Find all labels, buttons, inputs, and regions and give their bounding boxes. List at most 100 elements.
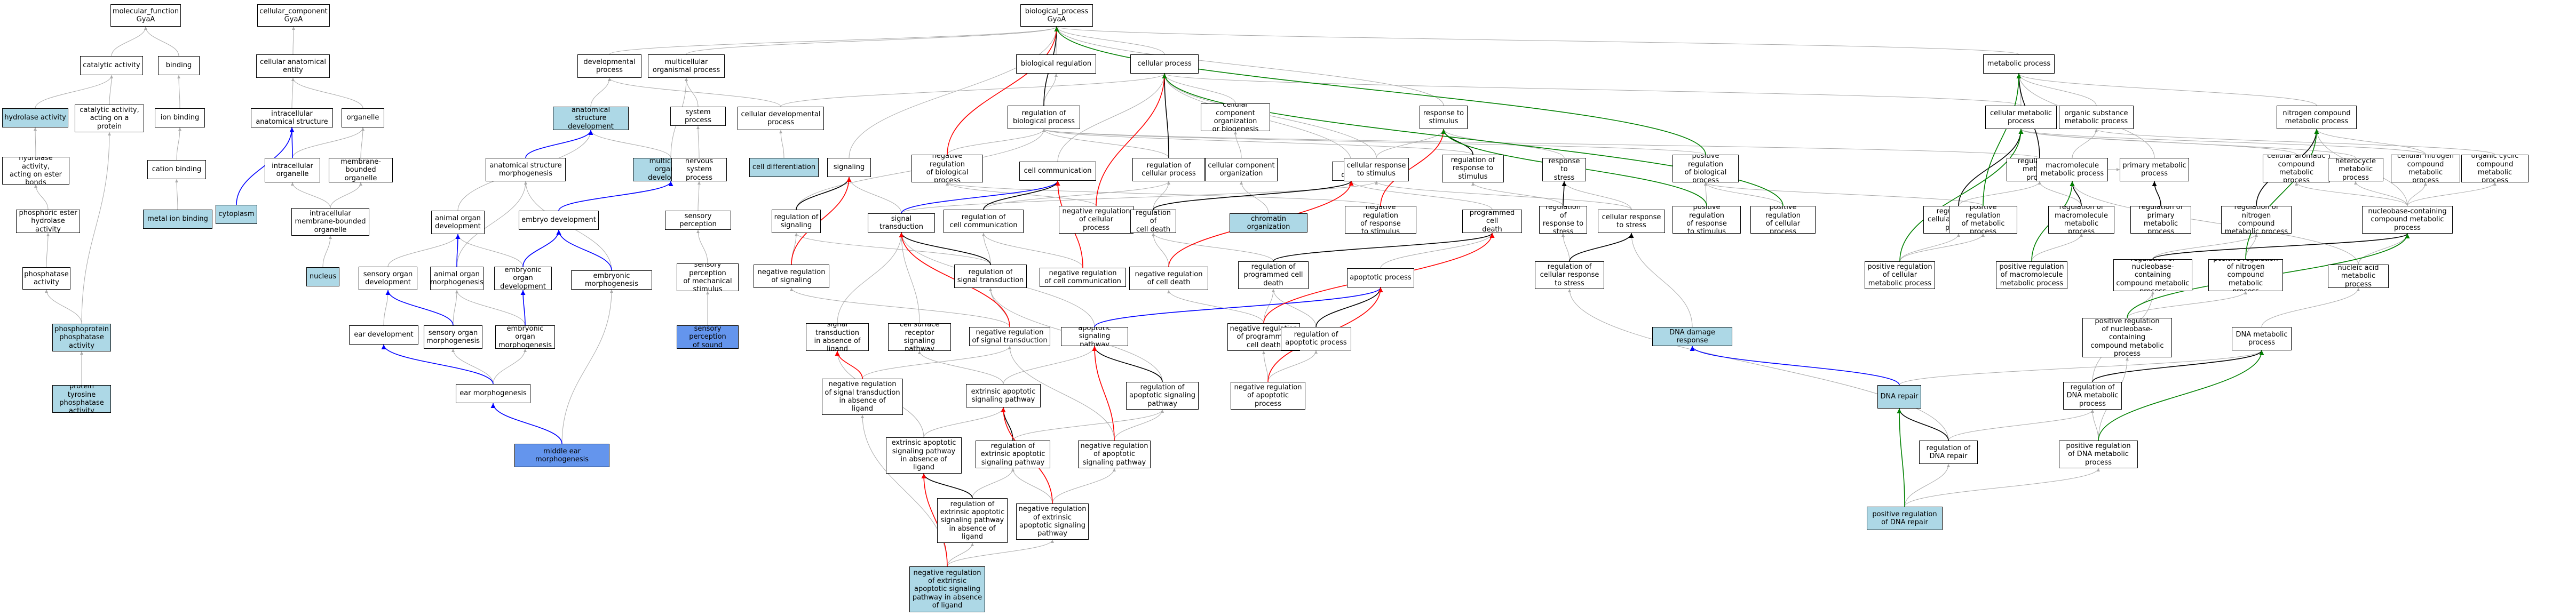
- go-term-node-mf[interactable]: molecular_function GyaA: [110, 4, 181, 27]
- go-term-node-mbo[interactable]: membrane-bounded organelle: [329, 158, 393, 182]
- go-term-node-cncmp[interactable]: cellular nitrogen compound metabolic pro…: [2391, 155, 2460, 182]
- go-term-node-easpal[interactable]: extrinsic apoptotic signaling pathway in…: [886, 437, 962, 474]
- go-term-node-nrcd[interactable]: negative regulation of cell death: [1129, 267, 1208, 290]
- go-term-node-regmmp[interactable]: regulation of macromolecule metabolic pr…: [2048, 206, 2114, 234]
- go-term-node-metalbind[interactable]: metal ion binding: [143, 210, 212, 229]
- go-term-node-regcc[interactable]: regulation of cell communication: [944, 210, 1024, 233]
- go-term-node-sysproc[interactable]: system process: [670, 107, 726, 126]
- go-term-node-sigtrans[interactable]: signal transduction: [868, 213, 935, 233]
- go-term-node-nrstal[interactable]: negative regulation of signal transducti…: [822, 379, 903, 415]
- go-term-node-regsig[interactable]: regulation of signaling: [772, 210, 821, 233]
- go-term-node-prdnarepair[interactable]: positive regulation of DNA repair: [1867, 507, 1943, 530]
- go-term-node-prcp[interactable]: positive regulation of cellular process: [1750, 206, 1816, 234]
- go-term-node-regrs[interactable]: regulation of response to stimulus: [1442, 155, 1504, 182]
- go-term-node-asm[interactable]: anatomical structure morphogenesis: [486, 158, 566, 181]
- go-term-node-regeaspal[interactable]: regulation of extrinsic apoptotic signal…: [937, 498, 1008, 543]
- go-term-node-celldiff[interactable]: cell differentiation: [749, 158, 819, 177]
- go-term-node-icorg[interactable]: intracellular organelle: [265, 158, 320, 182]
- go-term-node-nreasp[interactable]: negative regulation of extrinsic apoptot…: [1016, 503, 1089, 540]
- go-term-node-cc[interactable]: cellular_component GyaA: [257, 4, 330, 27]
- go-term-node-nsp[interactable]: nervous system process: [671, 158, 727, 181]
- go-term-node-nrasp[interactable]: negative regulation of apoptotic signali…: [1078, 441, 1151, 468]
- go-term-node-nreaspal[interactable]: negative regulation of extrinsic apoptot…: [909, 566, 985, 612]
- go-term-node-rtstress[interactable]: response to stress: [1542, 158, 1586, 181]
- go-term-node-crtstress[interactable]: cellular response to stress: [1598, 210, 1665, 233]
- go-term-node-earmorph[interactable]: ear morphogenesis: [456, 384, 530, 403]
- go-term-node-nrcc[interactable]: negative regulation of cell communicatio…: [1040, 268, 1126, 287]
- go-term-node-regap[interactable]: regulation of apoptotic process: [1281, 327, 1351, 350]
- go-term-node-signaling[interactable]: signaling: [827, 158, 871, 177]
- go-term-node-asp[interactable]: apoptotic signaling pathway: [1061, 327, 1128, 346]
- go-term-node-sps[interactable]: sensory perception of sound: [677, 325, 739, 349]
- go-term-node-devproc[interactable]: developmental process: [577, 54, 641, 78]
- go-term-node-regcrts[interactable]: regulation of cellular response to stres…: [1535, 261, 1604, 289]
- go-term-node-som[interactable]: sensory organ morphogenesis: [424, 325, 482, 349]
- go-term-node-phosphatase[interactable]: phosphatase activity: [22, 267, 70, 290]
- go-term-node-regcd[interactable]: regulation of cell death: [1130, 210, 1176, 233]
- go-term-node-nrst[interactable]: negative regulation of signal transducti…: [969, 327, 1050, 346]
- go-term-node-organelle[interactable]: organelle: [342, 108, 384, 127]
- go-term-node-nbccmp[interactable]: nucleobase-containing compound metabolic…: [2362, 206, 2453, 234]
- go-term-node-prrs[interactable]: positive regulation of response to stimu…: [1673, 206, 1741, 234]
- go-term-node-eom[interactable]: embryonic organ morphogenesis: [495, 325, 555, 349]
- go-term-node-sensperc[interactable]: sensory perception: [665, 211, 731, 230]
- go-term-node-regncmp[interactable]: regulation of nitrogen compound metaboli…: [2221, 206, 2292, 234]
- go-term-node-ppp[interactable]: phosphoprotein phosphatase activity: [52, 324, 111, 351]
- go-term-node-aom[interactable]: animal organ morphogenesis: [430, 267, 484, 290]
- go-term-node-nrrs[interactable]: negative regulation of response to stimu…: [1345, 206, 1416, 234]
- go-term-node-cellproc[interactable]: cellular process: [1130, 54, 1199, 74]
- go-term-node-dnarepair[interactable]: DNA repair: [1877, 385, 1921, 409]
- go-term-node-dnadmg[interactable]: DNA damage response: [1652, 327, 1732, 346]
- go-term-node-csrsp[interactable]: cell surface receptor signaling pathway: [888, 323, 951, 351]
- go-term-node-cco[interactable]: cellular component organization: [1205, 158, 1278, 181]
- go-term-node-cationbind[interactable]: cation binding: [147, 160, 206, 179]
- go-term-node-ncmp[interactable]: nitrogen compound metabolic process: [2277, 106, 2357, 129]
- go-term-node-sod[interactable]: sensory organ development: [359, 267, 417, 290]
- go-term-node-asd[interactable]: anatomical structure development: [553, 107, 629, 130]
- go-term-node-cae[interactable]: cellular anatomical entity: [256, 54, 330, 78]
- go-term-node-osmp[interactable]: organic substance metabolic process: [2059, 106, 2134, 129]
- go-term-node-embmorph[interactable]: embryonic morphogenesis: [571, 270, 652, 290]
- go-term-node-regpmp[interactable]: regulation of primary metabolic process: [2130, 206, 2191, 234]
- go-term-node-prnbc[interactable]: positive regulation of nucleobase-contai…: [2082, 318, 2172, 357]
- go-term-node-prdnamp[interactable]: positive regulation of DNA metabolic pro…: [2059, 441, 2138, 468]
- go-term-node-occmp[interactable]: organic cyclic compound metabolic proces…: [2461, 155, 2529, 182]
- go-term-node-prbp[interactable]: positive regulation of biological proces…: [1673, 155, 1739, 182]
- go-term-node-crs[interactable]: cellular response to stimulus: [1344, 158, 1409, 181]
- go-term-node-easp[interactable]: extrinsic apoptotic signaling pathway: [966, 384, 1041, 407]
- go-term-node-stal[interactable]: signal transduction in absence of ligand: [806, 323, 869, 351]
- go-term-node-catprot[interactable]: catalytic activity, acting on a protein: [75, 105, 144, 132]
- go-term-node-binding[interactable]: binding: [158, 56, 200, 75]
- go-term-node-regcp[interactable]: regulation of cellular process: [1132, 158, 1205, 181]
- go-term-node-rts[interactable]: response to stimulus: [1420, 106, 1468, 129]
- go-term-node-prcmp[interactable]: positive regulation of cellular metaboli…: [1865, 261, 1935, 289]
- go-term-node-nrbp[interactable]: negative regulation of biological proces…: [911, 155, 983, 182]
- go-term-node-nucleus[interactable]: nucleus: [306, 267, 339, 286]
- go-term-node-pmp[interactable]: primary metabolic process: [2120, 158, 2189, 181]
- go-term-node-pcd[interactable]: programmed cell death: [1462, 210, 1522, 233]
- go-term-node-regnbc[interactable]: regulation of nucleobase-containing comp…: [2113, 259, 2192, 291]
- go-term-node-eardev[interactable]: ear development: [349, 325, 418, 345]
- go-term-node-mmp[interactable]: macromolecule metabolic process: [2036, 158, 2108, 181]
- go-term-node-regst[interactable]: regulation of signal transduction: [954, 265, 1027, 288]
- go-term-node-bp[interactable]: biological_process GyaA: [1020, 4, 1093, 27]
- go-term-node-imbo[interactable]: intracellular membrane-bounded organelle: [291, 208, 369, 236]
- go-term-node-cytoplasm[interactable]: cytoplasm: [216, 205, 257, 224]
- go-term-node-regrtstress[interactable]: regulation of response to stress: [1539, 206, 1587, 234]
- go-term-node-regeasp[interactable]: regulation of extrinsic apoptotic signal…: [976, 441, 1050, 468]
- go-term-node-biolreg[interactable]: biological regulation: [1016, 54, 1096, 74]
- go-term-node-regasp[interactable]: regulation of apoptotic signaling pathwa…: [1126, 382, 1199, 410]
- go-term-node-ias[interactable]: intracellular anatomical structure: [251, 108, 333, 127]
- go-term-node-eod[interactable]: embryonic organ development: [494, 267, 552, 290]
- go-term-node-ccob[interactable]: cellular component organization or bioge…: [1201, 103, 1270, 131]
- go-term-node-chromorg[interactable]: chromatin organization: [1230, 213, 1307, 233]
- go-term-node-regbp[interactable]: regulation of biological process: [1008, 106, 1080, 129]
- go-term-node-ionbind[interactable]: ion binding: [155, 108, 205, 127]
- go-term-node-regdnamp[interactable]: regulation of DNA metabolic process: [2063, 382, 2122, 410]
- go-term-node-aod[interactable]: animal organ development: [431, 211, 485, 234]
- go-term-node-namp[interactable]: nucleic acid metabolic process: [2328, 265, 2389, 288]
- go-term-node-phosester[interactable]: phosphoric ester hydrolase activity: [16, 210, 80, 233]
- go-term-node-ptp[interactable]: protein tyrosine phosphatase activity: [52, 385, 111, 413]
- go-term-node-spms[interactable]: sensory perception of mechanical stimulu…: [677, 263, 739, 291]
- go-term-node-apoptotic[interactable]: apoptotic process: [1347, 268, 1414, 287]
